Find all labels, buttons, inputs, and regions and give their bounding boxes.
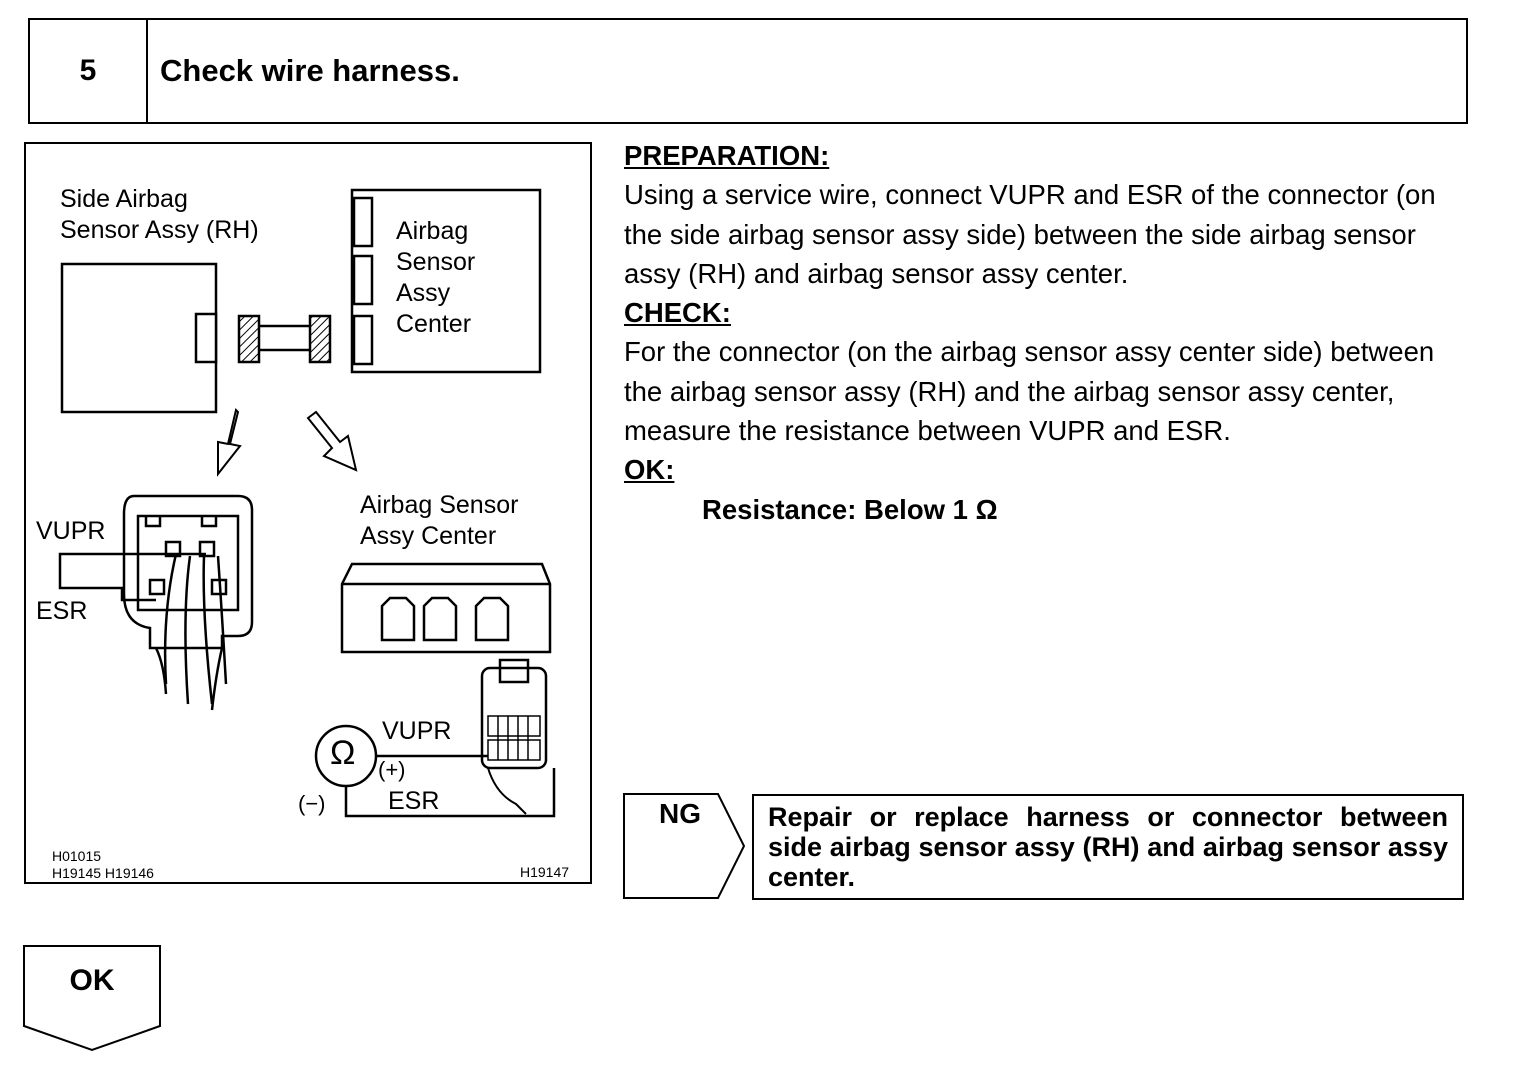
meter-minus-label: (−) (298, 791, 326, 816)
side-sensor-plug (194, 312, 218, 364)
check-heading: CHECK: (624, 297, 731, 329)
center-connector-label: Airbag Sensor Assy Center (360, 491, 519, 550)
side-sensor-label: Side Airbag Sensor Assy (RH) (60, 185, 259, 244)
step-number: 5 (30, 20, 148, 122)
wiring-diagram: Side Airbag Sensor Assy (RH) Airbag Sens… (24, 142, 592, 884)
side-connector-body (122, 494, 254, 650)
esr-label: ESR (36, 597, 88, 625)
diagram-drawing (58, 188, 556, 818)
center-sensor-box (350, 188, 542, 374)
connector-right (308, 314, 332, 364)
ohm-symbol: Ω (330, 734, 356, 772)
ng-arrow-box (623, 793, 746, 899)
step-title: Check wire harness. (160, 53, 460, 88)
arrow-right (306, 410, 358, 472)
connector-left (237, 314, 261, 364)
ok-label: OK (69, 964, 115, 997)
figure-code-right: H19147 (520, 864, 570, 880)
ok-arrow-box (23, 945, 161, 1052)
procedure-text: PREPARATION: Using a service wire, conne… (624, 136, 1474, 529)
preparation-text: Using a service wire, connect VUPR and E… (624, 179, 1436, 289)
test-connector (480, 666, 548, 770)
meter-esr-label: ESR (388, 787, 440, 815)
service-wire (58, 552, 206, 602)
vupr-label: VUPR (36, 517, 106, 545)
arrow-left (217, 408, 242, 477)
step-header: 5 Check wire harness. (28, 18, 1468, 124)
meter-plus-label: (+) (378, 757, 406, 782)
resistance-spec: Resistance: Below 1 Ω (702, 493, 998, 525)
center-sensor-label: Airbag Sensor Assy Center (396, 217, 476, 338)
ng-label: NG (659, 798, 701, 829)
preparation-heading: PREPARATION: (624, 140, 830, 171)
ng-action: Repair or replace harness or connector b… (752, 794, 1464, 900)
check-text: For the connector (on the airbag sensor … (624, 336, 1435, 447)
figure-codes-left: H01015 H19145 H19146 (52, 848, 154, 881)
side-sensor-box (60, 262, 218, 414)
meter-vupr-label: VUPR (382, 717, 452, 745)
ok-heading: OK: (624, 454, 675, 486)
